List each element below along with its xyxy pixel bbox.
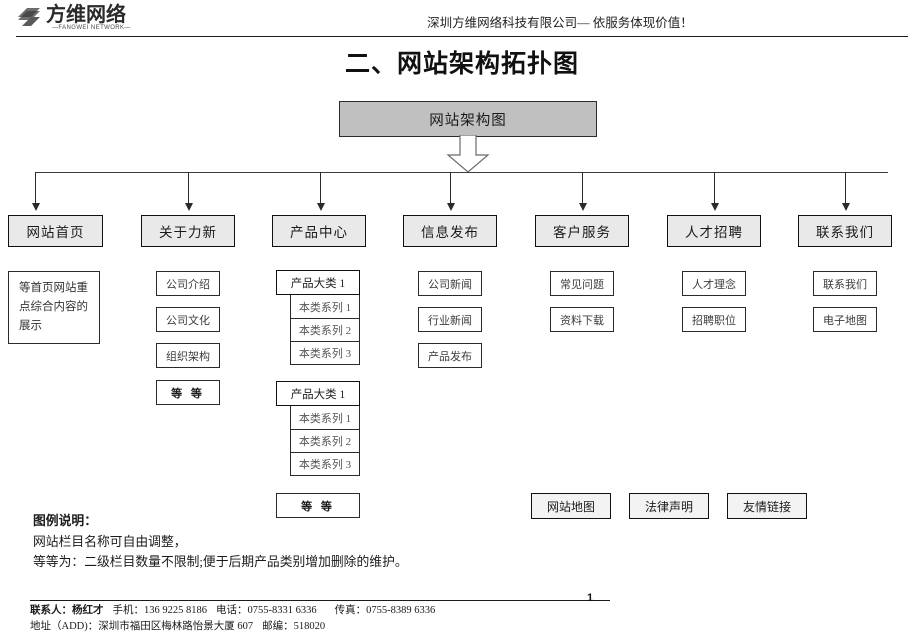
footer-mobile: 136 9225 8186 bbox=[144, 605, 207, 616]
logo-text-en: —FANGWEI NETWORK— bbox=[52, 25, 131, 31]
column-contact: 联系我们 联系我们 电子地图 bbox=[798, 215, 898, 332]
block-arrow-icon bbox=[446, 135, 490, 173]
footer-mobile-label: 手机： bbox=[112, 605, 145, 616]
footer-tel: 0755-8331 6336 bbox=[247, 605, 317, 616]
product-group-1-sub-0[interactable]: 本类系列 1 bbox=[298, 412, 352, 425]
connector-bus-line bbox=[35, 172, 888, 174]
product-group-0-subs: 本类系列 1 本类系列 2 本类系列 3 bbox=[290, 295, 360, 365]
leaf-news-2[interactable]: 产品发布 bbox=[418, 343, 482, 368]
footer-tel-label: 电话： bbox=[216, 605, 248, 616]
product-group-0-sub-2[interactable]: 本类系列 3 bbox=[291, 341, 359, 364]
page-number: 1 bbox=[586, 592, 594, 604]
page-title: 二、网站架构拓扑图 bbox=[344, 51, 579, 78]
product-group-1-subs: 本类系列 1 本类系列 2 本类系列 3 bbox=[290, 406, 360, 476]
legend-line-1: 网站栏目名称可自由调整， bbox=[33, 534, 187, 549]
column-careers: 人才招聘 人才理念 招聘职位 bbox=[667, 215, 767, 332]
leaf-contact-0[interactable]: 联系我们 bbox=[813, 271, 877, 296]
column-home: 网站首页 等首页网站重点综合内容的展示 bbox=[8, 215, 118, 344]
connector-drop-5 bbox=[578, 172, 587, 211]
leaf-news-1[interactable]: 行业新闻 bbox=[418, 307, 482, 332]
leaf-service-0[interactable]: 常见问题 bbox=[550, 271, 614, 296]
column-news: 信息发布 公司新闻 行业新闻 产品发布 bbox=[403, 215, 503, 368]
connector-drop-2 bbox=[184, 172, 193, 211]
footer-divider bbox=[30, 600, 610, 601]
category-box-contact[interactable]: 联系我们 bbox=[798, 215, 892, 247]
connector-drop-7 bbox=[841, 172, 850, 211]
product-group-0-sub-0[interactable]: 本类系列 1 bbox=[298, 301, 352, 314]
leaf-careers-1[interactable]: 招聘职位 bbox=[682, 307, 746, 332]
bottom-link-sitemap[interactable]: 网站地图 bbox=[531, 493, 611, 519]
header-company-line: 深圳方维网络科技有限公司— 依服务体现价值！ bbox=[427, 16, 693, 30]
product-group-1-sub-2[interactable]: 本类系列 3 bbox=[291, 452, 359, 475]
footer-contact-label: 联系人： bbox=[30, 605, 72, 616]
category-box-news[interactable]: 信息发布 bbox=[403, 215, 497, 247]
bottom-links-row: 网站地图 法律声明 友情链接 bbox=[531, 493, 807, 519]
logo-mark-icon bbox=[18, 8, 40, 26]
page-header: 方维网络 —FANGWEI NETWORK— 深圳方维网络科技有限公司— 依服务… bbox=[0, 0, 924, 38]
footer-address: 深圳市福田区梅林路怡景大厦 607 bbox=[98, 620, 254, 632]
product-group-0: 产品大类 1 本类系列 1 本类系列 2 本类系列 3 bbox=[276, 270, 360, 365]
company-logo: 方维网络 —FANGWEI NETWORK— bbox=[16, 4, 146, 34]
product-group-1: 产品大类 1 本类系列 1 本类系列 2 本类系列 3 bbox=[276, 381, 360, 476]
product-group-0-head[interactable]: 产品大类 1 bbox=[276, 270, 360, 295]
product-group-1-sub-1[interactable]: 本类系列 2 bbox=[291, 429, 359, 452]
header-divider bbox=[16, 36, 908, 37]
category-box-careers[interactable]: 人才招聘 bbox=[667, 215, 761, 247]
connector-drop-3 bbox=[316, 172, 325, 211]
category-box-service[interactable]: 客户服务 bbox=[535, 215, 629, 247]
legend-block: 图例说明： 网站栏目名称可自由调整， 等等为：二级栏目数量不限制;便于后期产品类… bbox=[33, 511, 593, 573]
category-box-products[interactable]: 产品中心 bbox=[272, 215, 366, 247]
leaf-about-1[interactable]: 公司文化 bbox=[156, 307, 220, 332]
leaf-about-etc[interactable]: 等 等 bbox=[156, 380, 220, 405]
root-node-box: 网站架构图 bbox=[339, 101, 597, 137]
footer-line-2: 地址（ADD)：深圳市福田区梅林路怡景大厦 607 邮编：518020 bbox=[30, 619, 670, 635]
bottom-link-friendlinks[interactable]: 友情链接 bbox=[727, 493, 807, 519]
leaf-news-0[interactable]: 公司新闻 bbox=[418, 271, 482, 296]
column-products: 产品中心 产品大类 1 本类系列 1 本类系列 2 本类系列 3 产品大类 1 … bbox=[272, 215, 382, 518]
leaf-about-2[interactable]: 组织架构 bbox=[156, 343, 220, 368]
footer-fax: 0755-8389 6336 bbox=[366, 605, 436, 616]
leaf-service-1[interactable]: 资料下载 bbox=[550, 307, 614, 332]
leaf-careers-0[interactable]: 人才理念 bbox=[682, 271, 746, 296]
footer-contact-name: 杨红才 bbox=[72, 605, 104, 616]
category-box-about[interactable]: 关于力新 bbox=[141, 215, 235, 247]
footer-zip: 518020 bbox=[293, 620, 326, 632]
product-group-0-sub-1[interactable]: 本类系列 2 bbox=[291, 318, 359, 341]
column-service: 客户服务 常见问题 资料下载 bbox=[535, 215, 635, 332]
logo-text-cn: 方维网络 bbox=[46, 4, 126, 26]
leaf-contact-1[interactable]: 电子地图 bbox=[813, 307, 877, 332]
footer-fax-label: 传真： bbox=[334, 605, 367, 616]
legend-line-2: 等等为：二级栏目数量不限制;便于后期产品类别增加删除的维护。 bbox=[33, 555, 408, 569]
footer-line-1: 联系人：杨红才手机：136 9225 8186 电话：0755-8331 6336… bbox=[30, 603, 670, 619]
footer-address-label: 地址（ADD)： bbox=[30, 620, 99, 632]
category-box-home[interactable]: 网站首页 bbox=[8, 215, 103, 247]
footer-zip-label: 邮编： bbox=[262, 620, 294, 632]
connector-drop-1 bbox=[31, 172, 40, 211]
page-footer: 联系人：杨红才手机：136 9225 8186 电话：0755-8331 6336… bbox=[30, 603, 670, 634]
home-note-box: 等首页网站重点综合内容的展示 bbox=[8, 271, 100, 344]
bottom-link-legal[interactable]: 法律声明 bbox=[629, 493, 709, 519]
leaf-about-0[interactable]: 公司介绍 bbox=[156, 271, 220, 296]
leaf-products-etc[interactable]: 等 等 bbox=[276, 493, 360, 518]
connector-drop-4 bbox=[446, 172, 455, 211]
column-about: 关于力新 公司介绍 公司文化 组织架构 等 等 bbox=[141, 215, 241, 405]
connector-drop-6 bbox=[710, 172, 719, 211]
product-group-1-head[interactable]: 产品大类 1 bbox=[276, 381, 360, 406]
legend-title: 图例说明： bbox=[33, 514, 97, 528]
